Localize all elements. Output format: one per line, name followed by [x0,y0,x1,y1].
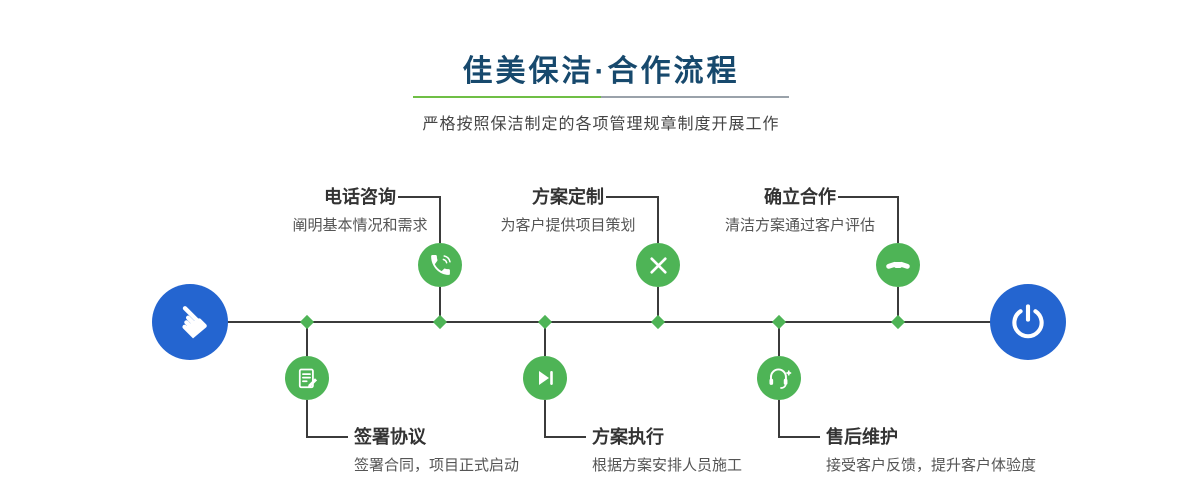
divider-gray-segment [601,96,789,98]
page-title: 佳美保洁·合作流程 [462,55,740,88]
step-description: 阐明基本情况和需求 [292,217,428,234]
label-connector [838,196,898,198]
connector-line [306,323,308,356]
label-connector [398,196,440,198]
step-node-handshake [876,243,920,287]
page-subtitle: 严格按照保洁制定的各项管理规章制度开展工作 [422,116,780,133]
step-description: 接受客户反馈，提升客户体验度 [826,457,1037,474]
step-node-phone [418,243,462,287]
label-connector [439,196,441,243]
step-label: 方案执行 [592,427,664,447]
step-label: 方案定制 [532,187,604,207]
support-icon [769,368,792,389]
design-icon [649,256,667,274]
connector-line [897,287,899,321]
step-plan-execute: 方案执行 根据方案安排人员施工 [592,426,742,475]
timeline-diamond [771,314,787,330]
phone-icon [430,254,451,275]
step-node-support [757,356,801,400]
connector-line [544,323,546,356]
step-label: 售后维护 [826,427,898,447]
connector-line [778,323,780,356]
label-connector [306,400,308,438]
timeline-diamond [432,314,448,330]
label-connector [778,400,780,438]
step-phone-consult: 电话咨询 阐明基本情况和需求 [250,186,470,235]
step-description: 签署合同，项目正式启动 [354,457,520,474]
step-description: 为客户提供项目策划 [500,217,636,234]
step-label: 电话咨询 [324,187,396,207]
handshake-icon [886,261,910,269]
start-node: ☚ [152,284,228,360]
step-node-execute [523,356,567,400]
step-node-contract [285,356,329,400]
label-connector [544,400,546,438]
timeline-diamond [890,314,906,330]
timeline-diamond [537,314,553,330]
execute-icon [539,371,553,385]
step-description: 清洁方案通过客户评估 [724,217,875,234]
step-label: 确立合作 [764,187,836,207]
step-sign-agreement: 签署协议 签署合同，项目正式启动 [354,426,519,475]
pointer-hand-icon: ☚ [160,291,221,352]
step-aftersales-support: 售后维护 接受客户反馈，提升客户体验度 [826,426,1036,475]
label-connector [779,436,820,438]
power-icon [1012,304,1044,339]
timeline-diamond [299,314,315,330]
divider-green-segment [413,96,601,98]
step-label: 签署协议 [354,427,426,447]
contract-icon [298,368,317,388]
label-connector [606,196,658,198]
timeline-axis [190,321,1028,323]
end-node [990,284,1066,360]
timeline-diamond [650,314,666,330]
connector-line [657,287,659,321]
step-plan-customize: 方案定制 为客户提供项目策划 [458,186,678,235]
label-connector [897,196,899,243]
step-confirm-cooperation: 确立合作 清洁方案通过客户评估 [690,186,910,235]
step-description: 根据方案安排人员施工 [592,457,743,474]
label-connector [657,196,659,243]
label-connector [307,436,348,438]
connector-line [439,287,441,321]
title-divider [413,96,789,98]
label-connector [545,436,586,438]
step-node-design [636,243,680,287]
